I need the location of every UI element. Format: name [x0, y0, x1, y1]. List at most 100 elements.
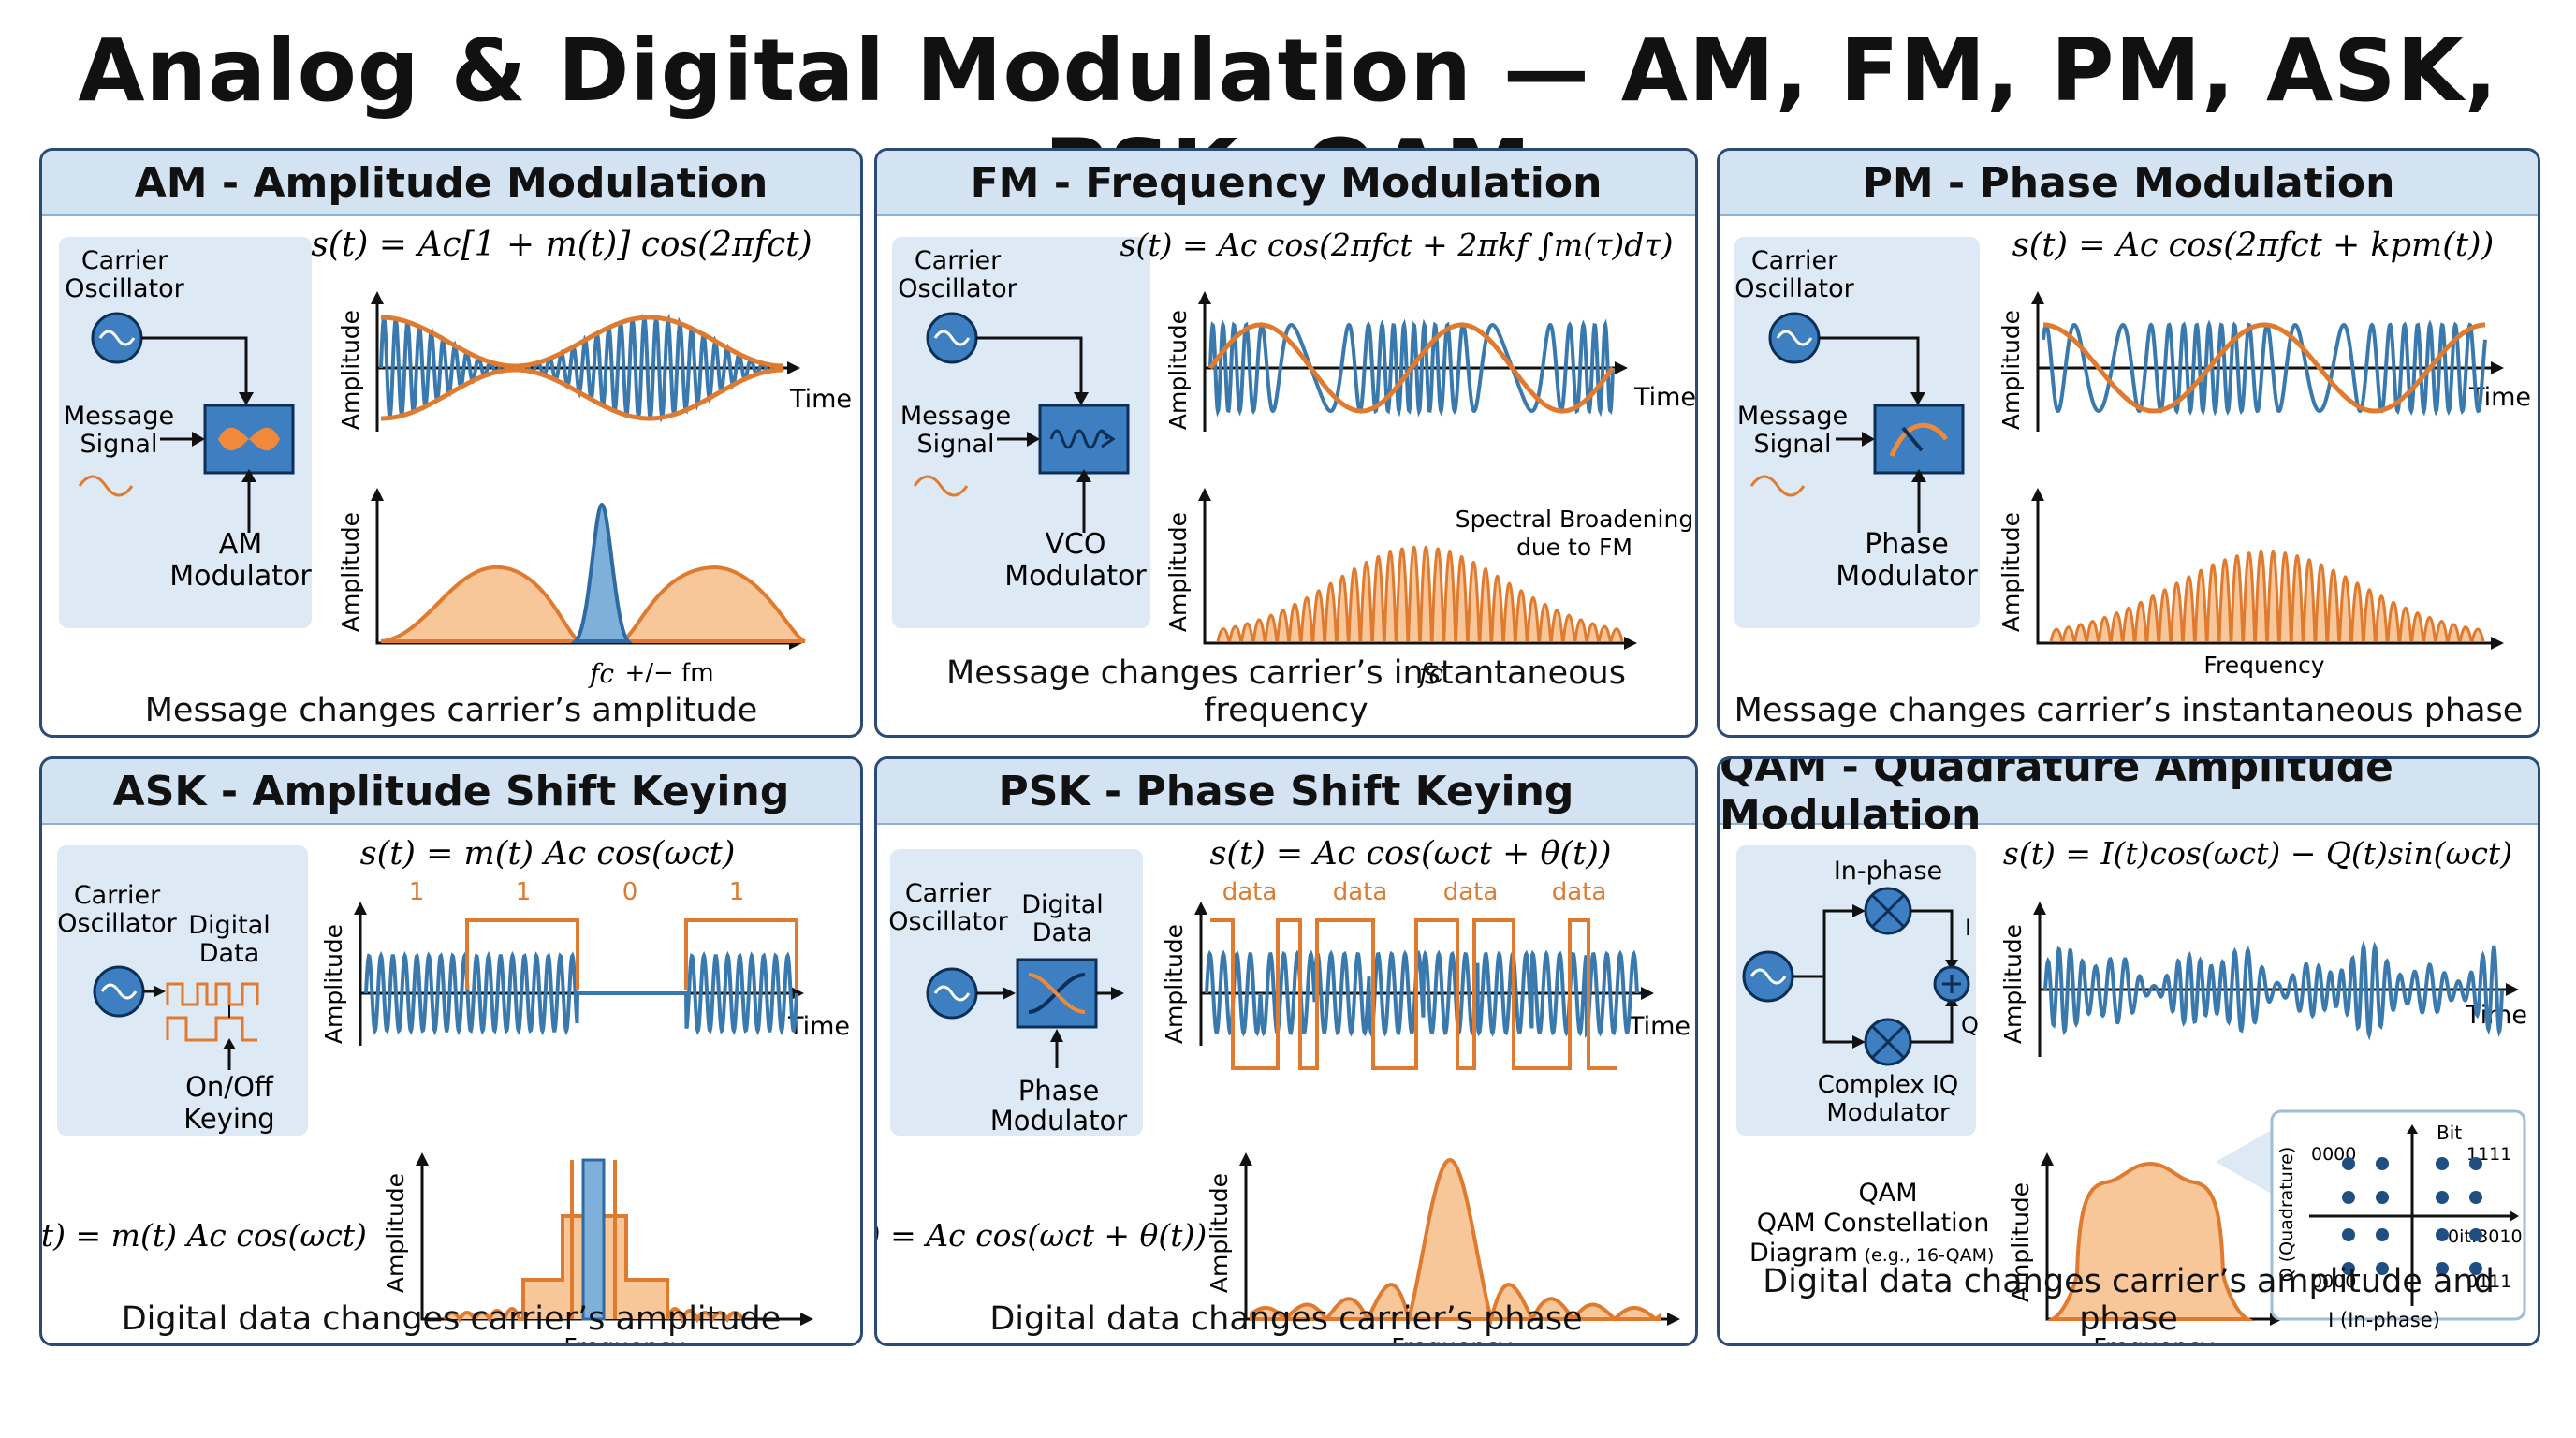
- ask-caption: Digital data changes carrier’s amplitude: [121, 1300, 782, 1338]
- am-modulator-icon: [218, 427, 280, 451]
- pm-carrier-label-2: Oscillator: [1734, 274, 1854, 303]
- pm-phase-block: [1873, 404, 1965, 475]
- pm-modulated-carrier: [2042, 319, 2487, 417]
- psk-oscillator-icon: [926, 967, 978, 1020]
- pm-carrier-label-1: Carrier: [1751, 246, 1838, 275]
- pm-spectrum-lines: [2049, 550, 2485, 642]
- am-message-label-1: Message: [64, 402, 174, 431]
- ask-frequency-label: Frequency: [564, 1333, 684, 1346]
- qam-constellation-point: [2469, 1191, 2482, 1204]
- qam-const-side-label: 0it:3010: [2448, 1226, 2523, 1247]
- pm-oscillator-icon: [1768, 312, 1821, 364]
- fm-message-label-1: Message: [900, 402, 1011, 431]
- qam-constellation-point: [2436, 1191, 2449, 1204]
- fm-spectrum-lines: [1216, 546, 1624, 642]
- psk-panel-header: PSK - Phase Shift Keying: [877, 759, 1695, 825]
- am-modulator-label-1: AM: [219, 528, 262, 561]
- psk-bit-stream: [1210, 918, 1617, 1070]
- psk-formula: s(t) = Ac cos(ωct + θ(t)): [1209, 835, 1611, 873]
- am-fc-label: fc: [588, 658, 614, 689]
- qam-constellation-point: [2469, 1157, 2482, 1170]
- qam-panel-header: QAM - Quadrature Amplitude Modulation: [1720, 759, 2538, 839]
- am-upper-sideband: [616, 565, 806, 643]
- fm-time-label: Time: [1633, 383, 1696, 412]
- fm-message-label-2: Signal: [917, 430, 995, 459]
- qam-constellation-point: [2342, 1228, 2355, 1241]
- qam-formula: s(t) = I(t)cos(ωct) − Q(t)sin(ωct): [2003, 835, 2512, 872]
- psk-frequency-label: Frequency: [1391, 1333, 1512, 1346]
- am-diagram: Carrier Oscillator Message Signal AM Mod…: [59, 226, 852, 689]
- pm-modulator-label-1: Phase: [1865, 528, 1949, 561]
- am-amplitude-label: Amplitude: [337, 310, 364, 430]
- am-time-label: Time: [789, 385, 852, 414]
- am-carrier-arrow: [141, 336, 248, 396]
- psk-bit-1: data: [1222, 878, 1278, 906]
- pm-phase-icon: [1889, 422, 1949, 457]
- ask-bit-envelope: [465, 918, 798, 990]
- ask-bit-4: 1: [729, 878, 745, 906]
- pm-formula: s(t) = Ac cos(2πfct + kpm(t)): [2012, 227, 2495, 264]
- ask-formula: s(t) = m(t) Ac cos(ωct): [360, 835, 736, 873]
- qam-const-eg: (e.g., 16-QAM): [1865, 1245, 1995, 1266]
- fm-message-overlay: [1208, 322, 1615, 414]
- fm-note-2: due to FM: [1516, 534, 1632, 561]
- qam-frequency-label: Frequency: [2093, 1333, 2214, 1346]
- psk-bit-4: data: [1552, 878, 1607, 906]
- pm-amplitude-label: Amplitude: [1998, 310, 2025, 430]
- qam-constellation-points: [2342, 1157, 2482, 1275]
- qam-amplitude-label: Amplitude: [1999, 924, 2027, 1044]
- qam-modulated-carrier: [2043, 940, 2504, 1041]
- am-panel: AM - Amplitude Modulation Carrier Oscill…: [39, 148, 863, 738]
- qam-spectrum-shape: [2045, 1161, 2255, 1321]
- ask-panel: ASK - Amplitude Shift Keying Carrier Osc…: [39, 756, 863, 1346]
- ask-panel-header: ASK - Amplitude Shift Keying: [42, 759, 860, 825]
- qam-q-label: Q: [1961, 1012, 1979, 1038]
- ask-carrier-band: [581, 1158, 606, 1321]
- psk-bit-3: data: [1443, 878, 1499, 906]
- am-spectrum-amplitude-label: Amplitude: [337, 512, 364, 632]
- qam-constellation-point: [2376, 1191, 2389, 1204]
- psk-carrier-label-2: Oscillator: [888, 907, 1008, 936]
- ask-amplitude-label: Amplitude: [320, 924, 347, 1044]
- qam-constellation-point: [2342, 1191, 2355, 1204]
- pm-spectrum-amplitude-label: Amplitude: [1998, 512, 2025, 632]
- qam-inphase-label: In-phase: [1834, 857, 1942, 886]
- pm-panel: PM - Phase Modulation Carrier Oscillator…: [1717, 148, 2540, 738]
- psk-caption: Digital data changes carrier’s phase: [989, 1300, 1583, 1338]
- psk-carrier-label-1: Carrier: [905, 879, 992, 908]
- ask-keying-label-1: On/Off: [185, 1071, 274, 1103]
- qam-constellation-point: [2376, 1262, 2389, 1275]
- pm-diagram: Carrier Oscillator Message Signal Phase …: [1734, 227, 2531, 679]
- psk-diagram: Carrier Oscillator Digital Data Phase Mo…: [877, 835, 1690, 1346]
- fm-diagram: Carrier Oscillator Message Signal VCO Mo…: [892, 227, 1696, 689]
- fm-caption: Message changes carrier’s instantaneous …: [946, 654, 1626, 729]
- psk-bit-2: data: [1333, 878, 1388, 906]
- qam-q-mixer-icon: [1864, 1018, 1912, 1066]
- ask-modulated-carrier: [364, 950, 798, 1036]
- qam-const-q-axis: Q (Quadrature): [2276, 1147, 2297, 1283]
- am-fm-label: +/− fm: [624, 659, 713, 687]
- ask-bit-2: 1: [516, 878, 532, 906]
- am-carrier-label-1: Carrier: [81, 246, 168, 275]
- fm-note-1: Spectral Broadening: [1456, 506, 1693, 533]
- ask-time-label: Time: [787, 1012, 850, 1041]
- am-modulated-carrier: [379, 313, 785, 423]
- qam-constellation-point: [2376, 1157, 2389, 1170]
- am-carrier-spike: [570, 502, 633, 643]
- am-lower-sideband: [380, 565, 581, 643]
- qam-oscillator-icon: [1742, 950, 1794, 1003]
- qam-constellation-point: [2436, 1262, 2449, 1275]
- pm-message-wave-icon: [1749, 475, 1806, 497]
- ask-bit-3: 0: [622, 878, 638, 906]
- psk-modulator-label-2: Modulator: [990, 1105, 1127, 1137]
- qam-adder-icon: [1933, 965, 1970, 1003]
- qam-const-bit-label: Bit: [2437, 1122, 2462, 1144]
- psk-amplitude-label: Amplitude: [1161, 924, 1188, 1044]
- psk-panel: PSK - Phase Shift Keying Carrier Oscilla…: [874, 756, 1698, 1346]
- fm-modulator-label-2: Modulator: [1004, 560, 1147, 593]
- qam-const-label-2: QAM Constellation: [1757, 1209, 1990, 1238]
- psk-spectrum-shape: [1250, 1157, 1661, 1327]
- fm-amplitude-label: Amplitude: [1164, 310, 1192, 430]
- qam-i-mixer-icon: [1864, 887, 1912, 935]
- ask-carrier-label-1: Carrier: [74, 881, 161, 910]
